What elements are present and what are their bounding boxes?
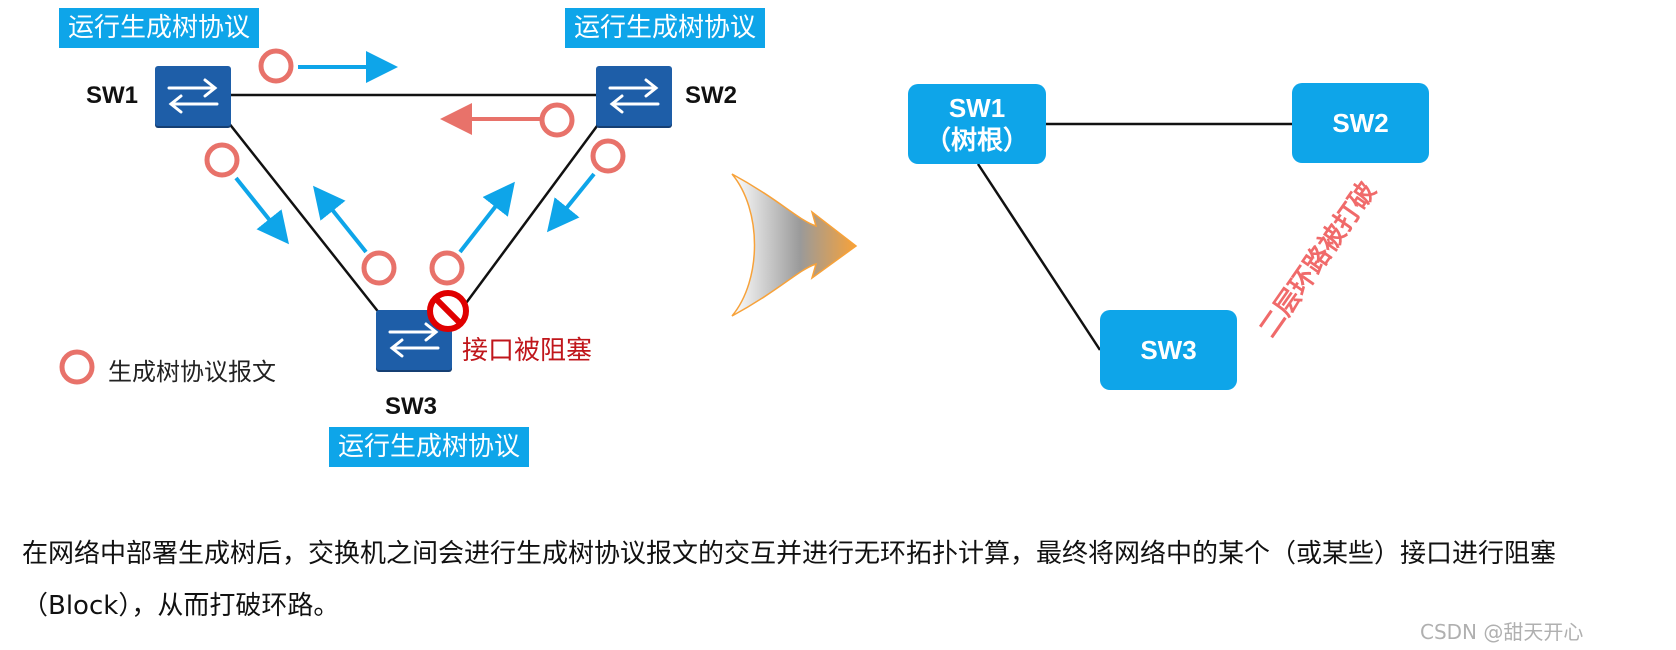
right-topology-canvas [976,122,1292,351]
stp-packet-circle [258,48,294,84]
legend-label: 生成树协议报文 [108,358,276,386]
stp-packet-circle [361,250,397,286]
tree-node-sw1-sublabel: （树根） [924,125,1029,155]
protocol-tag-sw1: 运行生成树协议 [59,8,260,48]
caption-text: 在网络中部署生成树后，交换机之间会进行生成树协议报文的交互并进行无环拓扑计算，最… [22,539,1557,621]
switch-label-sw2: SW2 [685,82,738,109]
tree-node-sw2: SW2 [1292,83,1429,163]
packet-arrow-sw3-to-sw1 [313,185,368,254]
tree-node-sw1-label: SW1 [948,93,1006,123]
packet-arrow-sw2-to-sw3 [546,172,596,233]
blocked-port-label: 接口被阻塞 [462,336,593,366]
tree-node-sw2-label: SW2 [1332,108,1389,138]
tree-node-sw3-label: SW3 [1140,335,1197,365]
switch-label-sw3: SW3 [385,393,438,420]
tree-node-sw3: SW3 [1100,310,1237,390]
protocol-tag-sw2: 运行生成树协议 [565,8,766,48]
left-topology-canvas [59,48,626,385]
switch-icon-sw1 [155,66,231,126]
transition-arrow [731,173,858,317]
packet-arrow-sw3-to-sw2 [458,181,515,254]
legend-stp-packet-icon [59,349,95,385]
switch-label-sw1: SW1 [86,82,139,109]
link-sw2-sw3 [453,121,602,319]
blocked-port-icon [427,290,469,332]
stp-packet-circle [204,142,240,178]
stp-packet-circle [539,102,575,138]
link-sw1-sw3 [227,121,381,315]
tree-node-sw1-root: SW1 （树根） [908,84,1046,164]
switch-icon-sw2 [596,66,672,126]
stp-packet-circle [429,250,465,286]
stp-packet-circle [590,138,626,174]
watermark: CSDN @甜天开心 [1420,620,1584,644]
packet-arrow-sw1-to-sw3 [234,176,289,245]
tree-link-sw1-sw3 [976,163,1102,351]
protocol-tag-sw3: 运行生成树协议 [329,427,530,467]
